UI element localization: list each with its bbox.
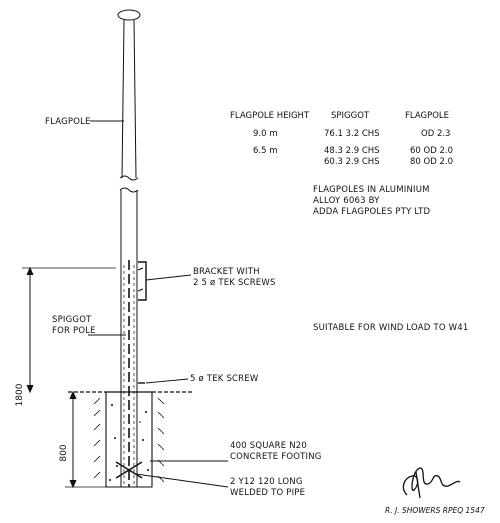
bracket: [137, 261, 147, 301]
table-header-spiggot: SPIGGOT: [331, 111, 370, 121]
leaders: [88, 120, 229, 488]
spec-table: FLAGPOLE HEIGHT SPIGGOT FLAGPOLE 9.0 m 7…: [230, 111, 453, 167]
label-flagpole: FLAGPOLE: [45, 117, 91, 127]
table-cell: 9.0 m: [253, 129, 278, 139]
table-header-flagpole: FLAGPOLE: [405, 111, 449, 121]
table-cell: OD 2.3: [421, 129, 450, 139]
label-wind-load: SUITABLE FOR WIND LOAD TO W41: [313, 323, 468, 333]
concrete-footing: [93, 392, 165, 488]
label-bars: 2 Y12 120 LONG WELDED TO PIPE: [230, 477, 306, 498]
spiggot-hidden-lines: [123, 265, 135, 485]
pole-upper-shaft: [121, 19, 137, 179]
table-cell: 60 OD 2.0: [410, 146, 453, 156]
flagpole-lower: [120, 190, 138, 487]
label-tek-screw: 5 ø TEK SCREW: [190, 374, 259, 384]
label-spiggot-for-pole: SPIGGOT FOR POLE: [52, 315, 96, 336]
flagpole-upper: [117, 9, 141, 193]
y12-bars: [115, 461, 143, 479]
table-cell: 60.3 2.9 CHS: [324, 157, 380, 167]
label-footing: 400 SQUARE N20 CONCRETE FOOTING: [230, 441, 322, 462]
pole-finial: [117, 9, 141, 21]
table-cell: 80 OD 2.0: [410, 157, 453, 167]
pole-break-bottom: [119, 187, 139, 193]
table-cell: 76.1 3.2 CHS: [324, 129, 380, 139]
label-bracket: BRACKET WITH 2 5 ø TEK SCREWS: [193, 267, 276, 288]
pole-break-top: [119, 175, 139, 181]
signature-text: R. J. SHOWERS RPEQ 1547: [385, 506, 485, 515]
table-cell: 48.3 2.9 CHS: [324, 146, 380, 156]
table-cell: 6.5 m: [253, 146, 278, 156]
dim-1800-label: 1800: [15, 383, 25, 406]
pole-lower-shaft: [120, 190, 138, 487]
dimension-800: [65, 390, 106, 489]
dimension-1800: [22, 266, 116, 394]
label-aluminium-note: FLAGPOLES IN ALUMINIUM ALLOY 6063 BY ADD…: [313, 185, 433, 217]
signature-mark: [402, 467, 461, 499]
table-header-height: FLAGPOLE HEIGHT: [230, 111, 310, 121]
dim-800-label: 800: [59, 444, 69, 461]
